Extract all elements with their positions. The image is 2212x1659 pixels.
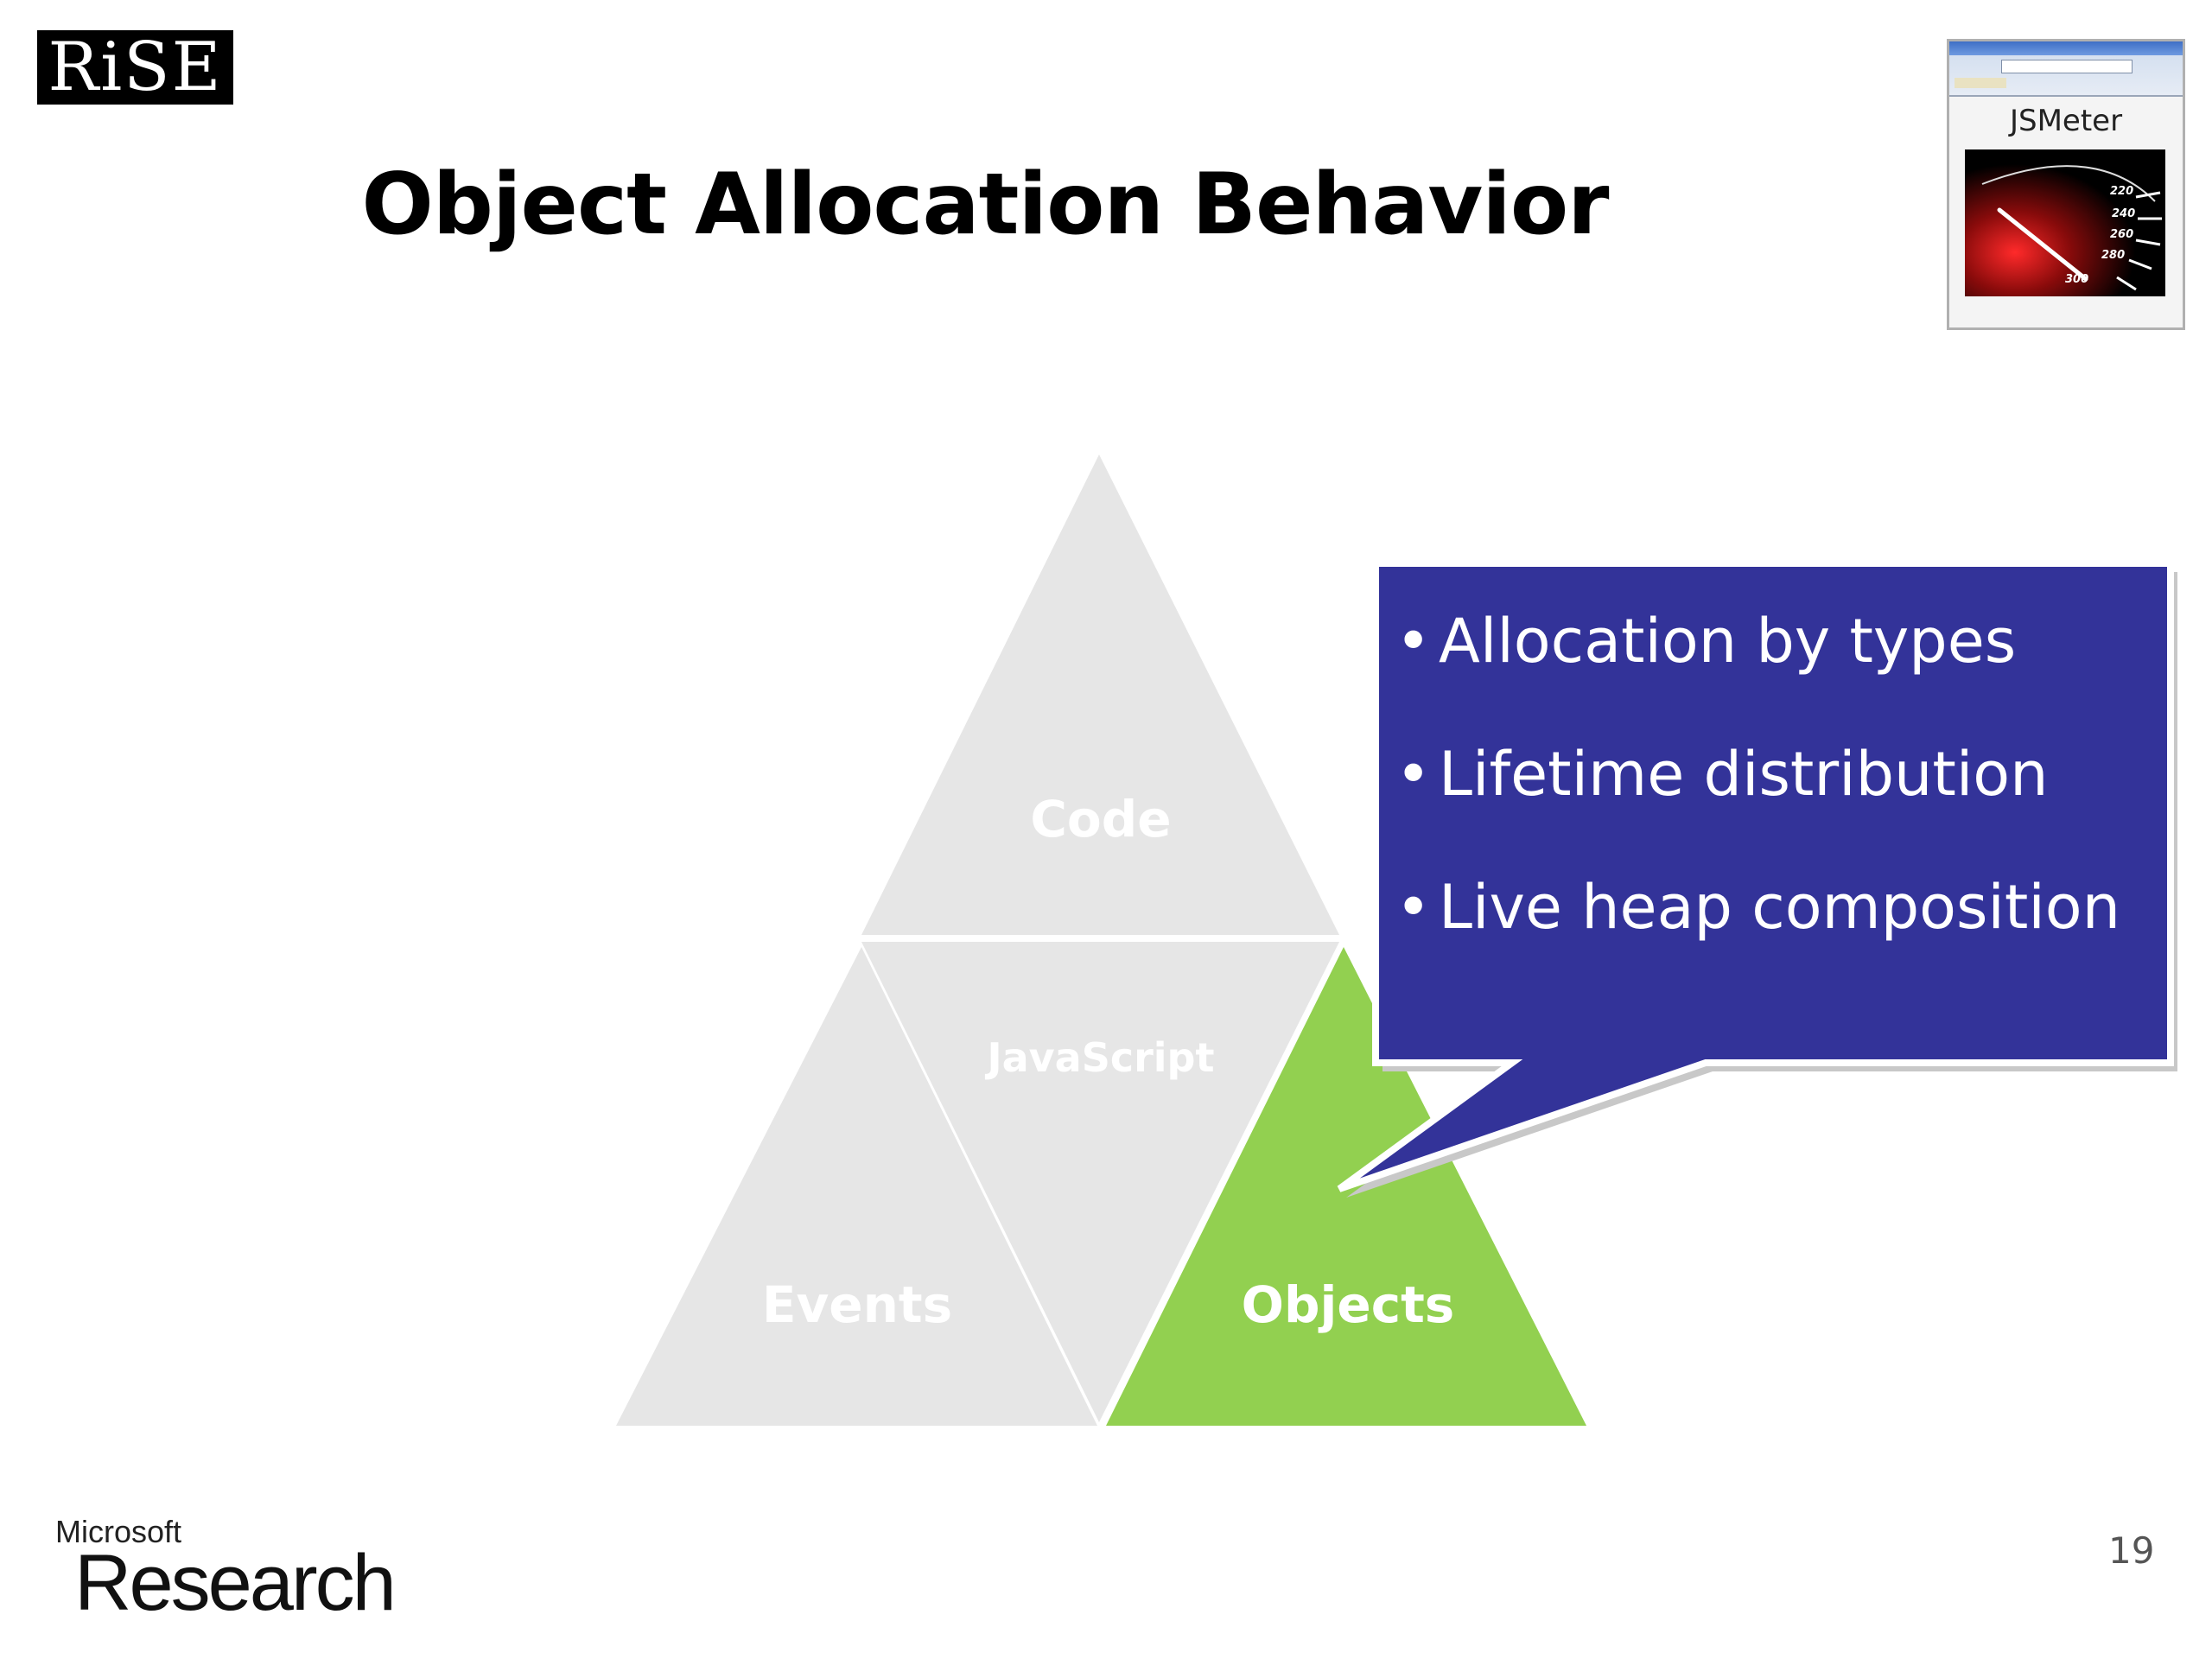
gauge-arc — [1981, 165, 2156, 202]
gauge-needle — [1997, 207, 2088, 282]
triangle-code — [861, 454, 1339, 935]
browser-titlebar — [1949, 41, 2183, 55]
callout-list: •Allocation by types •Lifetime distribut… — [1395, 596, 2156, 995]
gauge-tick-label: 220 — [2110, 185, 2133, 198]
callout-item: •Live heap composition — [1395, 862, 2156, 995]
rise-logo: RiSE — [37, 30, 233, 105]
gauge-tick — [2128, 258, 2152, 270]
label-objects: Objects — [1242, 1275, 1455, 1334]
gauge-tick-label: 260 — [2110, 228, 2133, 241]
bullet: • — [1395, 739, 1432, 810]
bullet: • — [1395, 606, 1432, 677]
microsoft-wordmark: Microsoft — [55, 1514, 182, 1549]
research-wordmark: Research — [74, 1539, 397, 1627]
gauge-tick — [2135, 238, 2161, 246]
triangle-javascript — [861, 942, 1339, 1422]
callout-item-text: Allocation by types — [1439, 606, 2017, 677]
slide-number: 19 — [2108, 1529, 2155, 1572]
slide-title: Object Allocation Behavior — [0, 156, 2212, 254]
microsoft-research-logo: Microsoft Research — [55, 1514, 418, 1635]
jsmeter-thumbnail: JSMeter 220 240 260 — [1947, 39, 2185, 330]
callout-item-text: Live heap composition — [1439, 872, 2120, 943]
label-code: Code — [1030, 790, 1171, 849]
bullet: • — [1395, 872, 1432, 943]
label-events: Events — [762, 1275, 952, 1334]
gauge-tick-label: 240 — [2112, 207, 2135, 220]
callout-item-text: Lifetime distribution — [1439, 739, 2049, 810]
gauge-background — [1965, 149, 2165, 296]
jsmeter-label: JSMeter — [2009, 104, 2123, 138]
browser-address-bar — [2001, 60, 2133, 73]
gauge-tick-label: 280 — [2101, 249, 2125, 262]
callout-item: •Allocation by types — [1395, 596, 2156, 729]
browser-chrome — [1949, 41, 2183, 97]
browser-favorites-bar — [1955, 78, 2006, 88]
slide-title-text: Object Allocation Behavior — [361, 156, 1610, 254]
speedometer-icon: 220 240 260 280 300 — [1965, 149, 2165, 296]
gauge-tick — [2116, 276, 2137, 291]
gauge-tick — [2135, 191, 2161, 199]
label-javascript: JavaScript — [985, 1034, 1215, 1081]
callout-item: •Lifetime distribution — [1395, 729, 2156, 862]
triangle-events — [616, 947, 1097, 1426]
callout-box — [1337, 560, 2174, 1192]
